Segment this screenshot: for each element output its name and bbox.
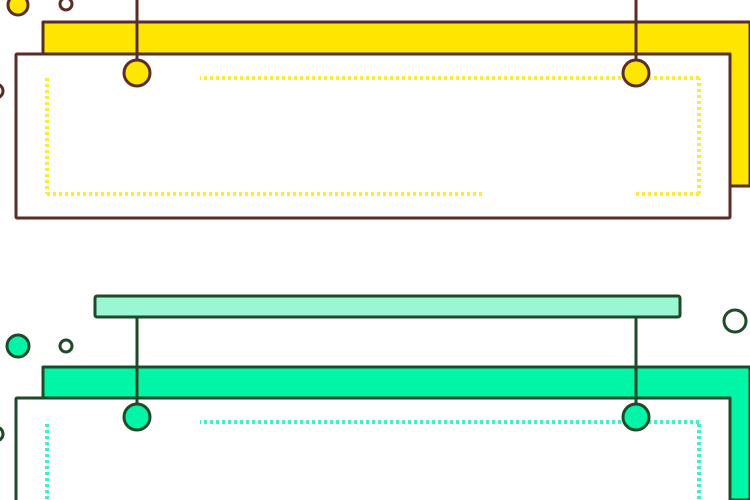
yellow-deco-dot-edge-icon	[0, 83, 5, 99]
yellow-banner-card	[14, 52, 732, 220]
green-top-rail	[93, 294, 682, 319]
green-deco-ring-icon	[722, 308, 748, 334]
green-banner-card	[14, 396, 732, 500]
green-deco-dot-large-icon	[5, 333, 31, 359]
yellow-banner-group	[0, 0, 750, 220]
green-hanger-knob-right-icon	[621, 402, 651, 432]
yellow-deco-dot-large-icon	[6, 0, 30, 17]
green-dotted-frame	[45, 420, 701, 500]
yellow-deco-dot-small-icon	[58, 0, 74, 12]
green-deco-dot-small-icon	[58, 338, 74, 354]
green-deco-dot-edge-icon	[0, 426, 5, 442]
green-banner-group	[0, 294, 750, 500]
green-hanger-knob-left-icon	[122, 402, 152, 432]
yellow-dotted-frame	[45, 76, 701, 196]
yellow-hanger-knob-left-icon	[122, 58, 152, 88]
yellow-hanger-knob-right-icon	[621, 58, 651, 88]
